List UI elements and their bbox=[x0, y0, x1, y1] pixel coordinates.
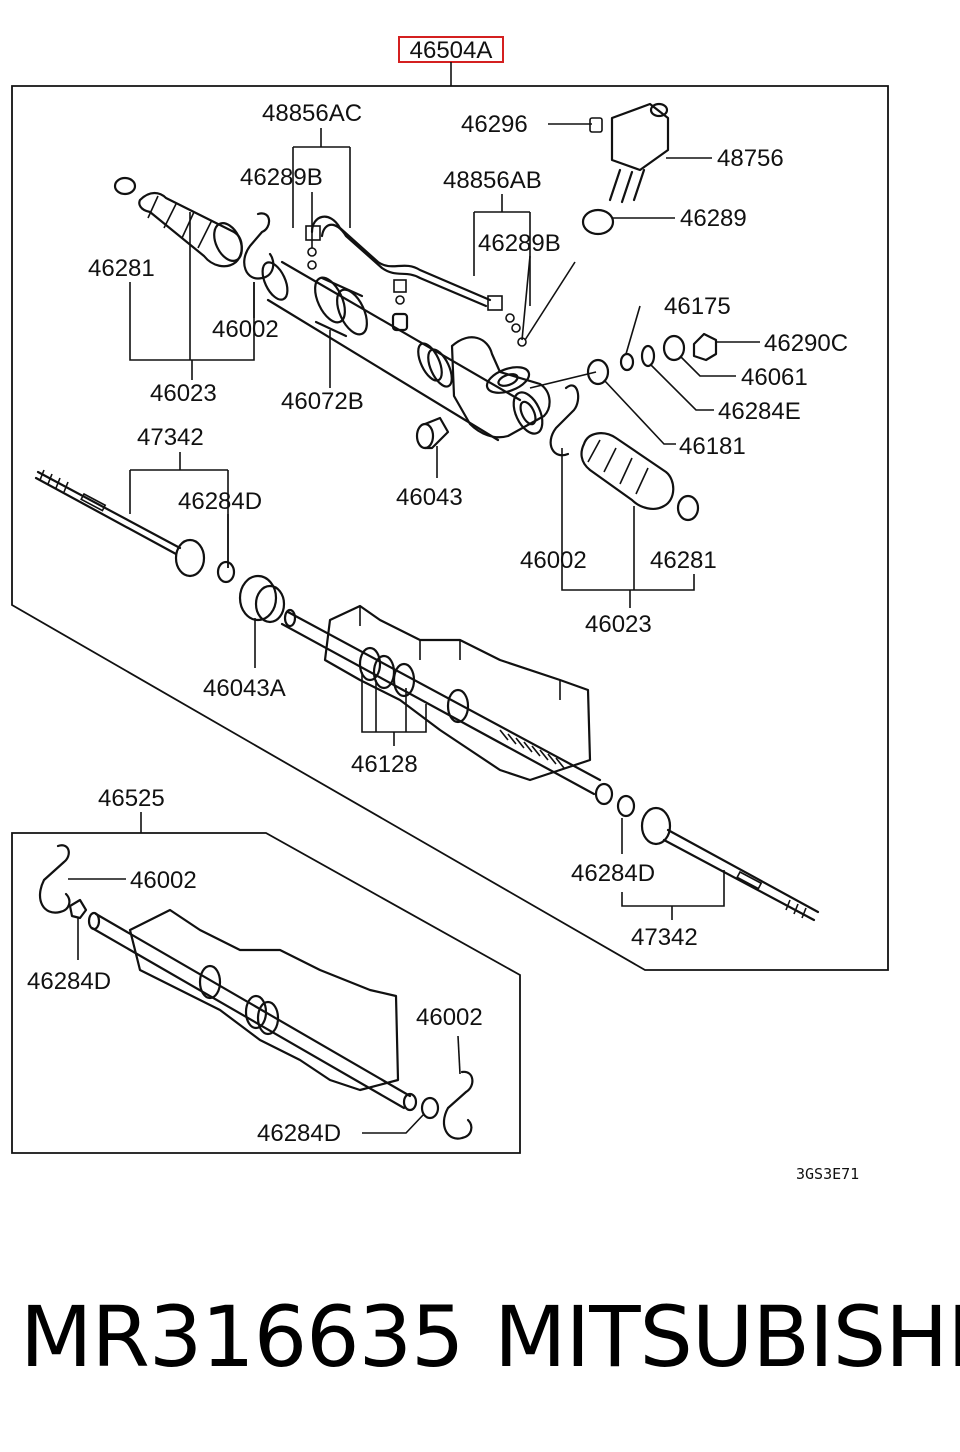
assembly-label[interactable]: 46504A bbox=[410, 37, 493, 64]
callout-46023-right[interactable]: 46023 bbox=[585, 611, 652, 638]
callout-46002-right[interactable]: 46002 bbox=[520, 547, 587, 574]
callout-46289b-right[interactable]: 46289B bbox=[478, 230, 561, 257]
callout-46072b[interactable]: 46072B bbox=[281, 388, 364, 415]
callout-46023-left[interactable]: 46023 bbox=[150, 380, 217, 407]
callout-48756[interactable]: 48756 bbox=[717, 145, 784, 172]
callout-46175[interactable]: 46175 bbox=[664, 293, 731, 320]
callout-46043a[interactable]: 46043A bbox=[203, 675, 286, 702]
callout-46002-sub-right[interactable]: 46002 bbox=[416, 1004, 483, 1031]
steering-gear-exploded-diagram: 46504A bbox=[11, 36, 889, 1183]
callout-46128[interactable]: 46128 bbox=[351, 751, 418, 778]
callout-48856ac[interactable]: 48856AC bbox=[262, 100, 362, 127]
diagram-code: 3GS3E71 bbox=[796, 1165, 859, 1183]
sub-assembly-illustration bbox=[38, 844, 474, 1140]
callout-46290c[interactable]: 46290C bbox=[764, 330, 848, 357]
sub-assembly-frame bbox=[11, 832, 521, 1154]
left-tie-rod-illustration bbox=[34, 469, 286, 624]
pinion-valve-illustration bbox=[581, 102, 670, 236]
upper-left-boot-illustration bbox=[113, 176, 275, 280]
callout-48856ab[interactable]: 48856AB bbox=[443, 167, 542, 194]
callout-46281-right[interactable]: 46281 bbox=[650, 547, 717, 574]
brand-name: MITSUBISHI bbox=[494, 1288, 960, 1386]
callout-47342-right[interactable]: 47342 bbox=[631, 924, 698, 951]
callout-46181[interactable]: 46181 bbox=[679, 433, 746, 460]
callout-46281-left[interactable]: 46281 bbox=[88, 255, 155, 282]
callout-46284d-left[interactable]: 46284D bbox=[178, 488, 262, 515]
callout-46061[interactable]: 46061 bbox=[741, 364, 808, 391]
main-assembly-frame bbox=[11, 85, 889, 971]
callout-46289b-left[interactable]: 46289B bbox=[240, 164, 323, 191]
gear-housing-illustration bbox=[261, 260, 551, 450]
callout-labels: 46296 48756 46289 48856AC 46289B 48856AB… bbox=[27, 100, 859, 1183]
right-tie-rod-illustration bbox=[616, 794, 820, 922]
callout-46002-sub-top[interactable]: 46002 bbox=[130, 867, 197, 894]
callout-46284e[interactable]: 46284E bbox=[718, 398, 801, 425]
callout-47342-left[interactable]: 47342 bbox=[137, 424, 204, 451]
callout-46284d-sub-bottom[interactable]: 46284D bbox=[257, 1120, 341, 1147]
callout-46043[interactable]: 46043 bbox=[396, 484, 463, 511]
rack-housing-illustration bbox=[280, 604, 614, 806]
right-boot-illustration bbox=[549, 332, 718, 522]
part-number: MR316635 bbox=[20, 1288, 464, 1386]
callout-46002-upper-left[interactable]: 46002 bbox=[212, 316, 279, 343]
callout-46525[interactable]: 46525 bbox=[98, 785, 165, 812]
callout-46289[interactable]: 46289 bbox=[680, 205, 747, 232]
product-caption: MR316635 MITSUBISHI bbox=[0, 1282, 960, 1392]
callout-46296[interactable]: 46296 bbox=[461, 111, 528, 138]
callout-46284d-sub-left[interactable]: 46284D bbox=[27, 968, 111, 995]
callout-46284d-right[interactable]: 46284D bbox=[571, 860, 655, 887]
leader-lines bbox=[68, 123, 760, 1134]
